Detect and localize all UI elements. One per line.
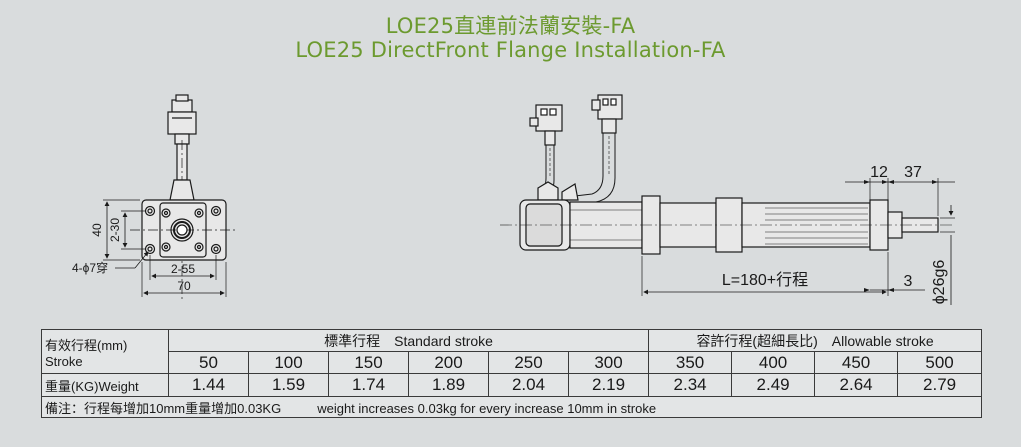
technical-drawings: 40 2-30 2-55 70 4-ϕ7穿	[72, 94, 955, 305]
weight-cell: 2.04	[488, 373, 569, 397]
stroke-label-cn: 有效行程(mm)	[45, 337, 128, 353]
side-view-drawing	[500, 94, 955, 305]
dim-70: 70	[177, 279, 191, 293]
weight-cell: 1.74	[328, 373, 409, 397]
weight-cell: 2.79	[897, 373, 983, 397]
weight-cell: 1.59	[248, 373, 329, 397]
dim-37: 37	[904, 164, 922, 181]
note-english: weight increases 0.03kg for every increa…	[317, 400, 657, 416]
stroke-cell: 400	[731, 351, 816, 374]
stroke-cell: 500	[897, 351, 983, 374]
holes-callout: 4-ϕ7穿	[72, 260, 108, 275]
stroke-values-row: 50 100 150 200 250 300 350 400 450 500	[42, 351, 983, 374]
stroke-cell: 250	[488, 351, 569, 374]
dim-12: 12	[870, 164, 888, 181]
weight-cell: 1.89	[408, 373, 489, 397]
weight-cell: 1.44	[168, 373, 249, 397]
weight-cell: 2.19	[567, 373, 650, 397]
stroke-header-cell: 有效行程(mm) Stroke	[41, 329, 169, 374]
title-english: LOE25 DirectFront Flange Installation-FA	[295, 38, 726, 62]
note-chinese: 備注：行程每增加10mm重量增加0.03KG	[45, 400, 282, 416]
allowable-stroke-header: 容許行程(超細長比)Allowable stroke	[648, 329, 983, 352]
stroke-cell: 450	[814, 351, 899, 374]
stroke-cell: 150	[328, 351, 409, 374]
dim-2-30: 2-30	[108, 218, 122, 242]
weight-row: 重量(KG)Weight 1.44 1.59 1.74 1.89 2.04 2.…	[41, 373, 983, 397]
stroke-cell: 350	[648, 351, 733, 374]
stroke-cell: 200	[408, 351, 489, 374]
stroke-cell: 100	[248, 351, 329, 374]
stroke-label-en: Stroke	[45, 353, 83, 369]
front-view-drawing	[103, 94, 235, 300]
note-cell: 備注：行程每增加10mm重量增加0.03KG weight increases 0…	[40, 396, 983, 418]
note-row: 備注：行程每增加10mm重量增加0.03KG weight increases 0…	[40, 396, 983, 418]
dim-3: 3	[904, 273, 913, 290]
weight-cell: 2.34	[648, 373, 733, 397]
title-chinese: LOE25直連前法蘭安裝-FA	[385, 14, 636, 38]
weight-label: 重量(KG)Weight	[41, 373, 169, 397]
weight-cell: 2.64	[814, 373, 899, 397]
stroke-length-label: L=180+行程	[722, 271, 808, 289]
dim-2-55: 2-55	[171, 262, 195, 276]
weight-cell: 2.49	[731, 373, 816, 397]
stroke-cell: 50	[168, 351, 249, 374]
stroke-cell: 300	[567, 351, 650, 374]
shaft-diameter-label: ϕ26g6	[931, 260, 948, 305]
dim-40: 40	[90, 223, 104, 237]
